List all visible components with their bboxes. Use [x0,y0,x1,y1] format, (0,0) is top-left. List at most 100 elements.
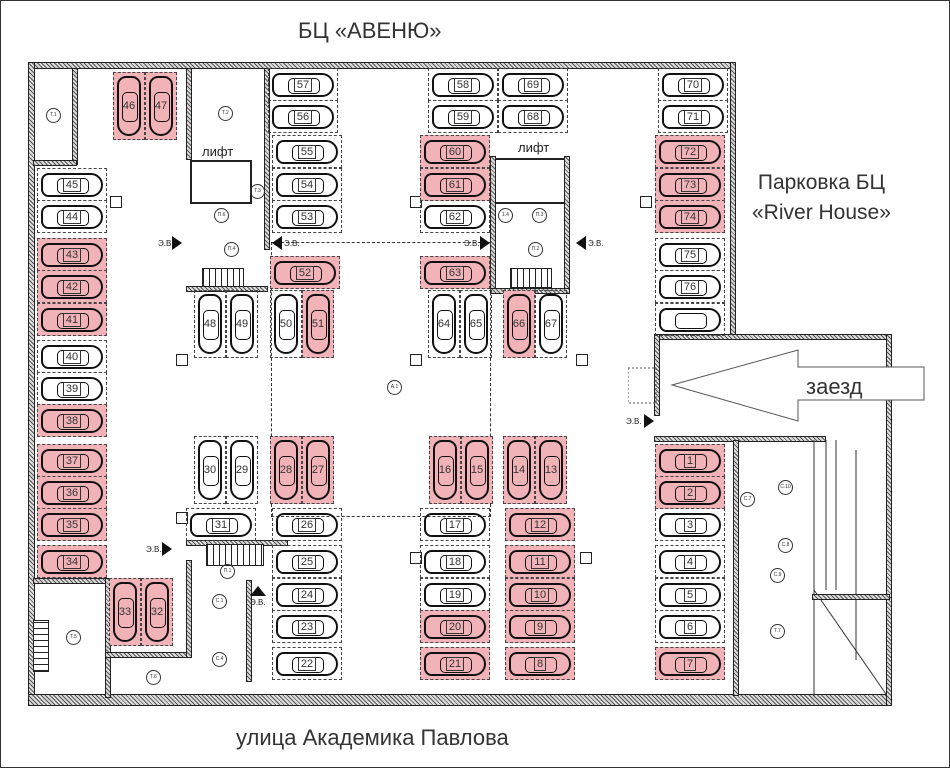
parking-spot-49[interactable]: 49 [226,290,258,358]
parking-spot-11[interactable]: 11 [505,545,575,578]
parking-spot-61[interactable]: 61 [420,168,490,201]
spot-number: 17 [445,517,465,532]
parking-spot-32[interactable]: 32 [141,578,173,646]
parking-spot-29[interactable]: 29 [226,436,258,504]
parking-spot-28[interactable]: 28 [270,436,302,504]
parking-spot-26[interactable]: 26 [272,508,342,541]
parking-spot-41[interactable]: 41 [37,303,107,336]
parking-spot-62[interactable]: 62 [420,200,490,233]
parking-spot-66[interactable]: 66 [503,290,535,358]
parking-spot-40[interactable]: 40 [37,340,107,373]
parking-spot-18[interactable]: 18 [420,545,490,578]
room-label: Т.3 [250,184,265,199]
parking-spot-55[interactable]: 55 [272,135,342,168]
spot-number: 7 [683,656,697,671]
room-label: С.9 [770,568,785,583]
parking-spot-19[interactable]: 19 [420,578,490,611]
parking-spot-42[interactable]: 42 [37,270,107,303]
car-icon: 47 [149,76,173,136]
parking-spot-58[interactable]: 58 [428,68,498,101]
parking-spot-74[interactable]: 74 [655,200,725,233]
parking-spot-43[interactable]: 43 [37,238,107,271]
parking-spot-56[interactable]: 56 [268,100,338,133]
parking-spot-57[interactable]: 57 [268,68,338,101]
parking-spot-30[interactable]: 30 [194,436,226,504]
parking-spot-13[interactable]: 13 [535,436,567,504]
parking-spot-6[interactable]: 6 [655,610,725,643]
parking-spot-50[interactable]: 50 [270,290,302,358]
spot-number: 23 [297,619,317,634]
parking-spot-16[interactable]: 16 [429,436,461,504]
parking-spot-67[interactable]: 67 [535,290,567,358]
parking-spot-4[interactable]: 4 [655,545,725,578]
car-icon: 39 [41,376,103,401]
parking-spot-70[interactable]: 70 [658,68,728,101]
parking-spot-73[interactable]: 73 [655,168,725,201]
parking-spot-35[interactable]: 35 [37,508,107,541]
parking-spot-20[interactable]: 20 [420,610,490,643]
parking-spot-63[interactable]: 63 [420,256,490,289]
parking-spot-44[interactable]: 44 [37,200,107,233]
parking-spot-36[interactable]: 36 [37,476,107,509]
parking-spot-25[interactable]: 25 [272,545,342,578]
parking-spot-69[interactable]: 69 [498,68,568,101]
parking-spot-10[interactable]: 10 [505,578,575,611]
spot-number: 56 [293,109,313,124]
room-label: 1.4 [498,208,513,223]
room-label: С.8 [778,538,793,553]
entry-arrow-shape [670,349,925,422]
parking-spot-15[interactable]: 15 [461,436,493,504]
parking-spot-3[interactable]: 3 [655,508,725,541]
parking-spot-unnumbered[interactable] [655,303,725,336]
parking-spot-38[interactable]: 38 [37,404,107,437]
ramp [813,440,887,696]
parking-spot-34[interactable]: 34 [37,545,107,578]
parking-spot-39[interactable]: 39 [37,372,107,405]
parking-spot-12[interactable]: 12 [505,508,575,541]
parking-spot-59[interactable]: 59 [428,100,498,133]
car-icon: 70 [662,72,724,97]
parking-spot-14[interactable]: 14 [503,436,535,504]
parking-spot-47[interactable]: 47 [145,72,177,140]
parking-spot-76[interactable]: 76 [655,270,725,303]
parking-spot-65[interactable]: 65 [460,290,492,358]
car-icon: 52 [274,260,336,285]
parking-spot-9[interactable]: 9 [505,610,575,643]
parking-spot-31[interactable]: 31 [186,508,256,541]
room-t1-wall [72,68,78,165]
parking-spot-60[interactable]: 60 [420,135,490,168]
parking-spot-27[interactable]: 27 [302,436,334,504]
parking-spot-8[interactable]: 8 [505,647,575,680]
emergency-exit-label: Э.В. [464,239,480,248]
parking-spot-52[interactable]: 52 [270,256,340,289]
parking-spot-53[interactable]: 53 [272,200,342,233]
parking-spot-54[interactable]: 54 [272,168,342,201]
parking-spot-45[interactable]: 45 [37,168,107,201]
parking-spot-37[interactable]: 37 [37,444,107,477]
car-icon: 41 [41,307,103,332]
parking-spot-72[interactable]: 72 [655,135,725,168]
spot-number: 31 [211,517,231,532]
parking-spot-7[interactable]: 7 [655,647,725,680]
parking-spot-33[interactable]: 33 [109,578,141,646]
parking-spot-48[interactable]: 48 [194,290,226,358]
room-label: Т.5 [66,630,81,645]
parking-spot-51[interactable]: 51 [302,290,334,358]
parking-spot-17[interactable]: 17 [420,508,490,541]
parking-spot-64[interactable]: 64 [428,290,460,358]
room-label: П.1 [220,564,235,579]
spot-number: 58 [453,77,473,92]
parking-spot-68[interactable]: 68 [498,100,568,133]
parking-spot-21[interactable]: 21 [420,647,490,680]
parking-spot-2[interactable]: 2 [655,476,725,509]
parking-spot-5[interactable]: 5 [655,578,725,611]
parking-spot-75[interactable]: 75 [655,238,725,271]
parking-spot-22[interactable]: 22 [272,647,342,680]
parking-spot-24[interactable]: 24 [272,578,342,611]
parking-spot-71[interactable]: 71 [658,100,728,133]
car-icon: 10 [509,582,571,607]
parking-spot-23[interactable]: 23 [272,610,342,643]
parking-spot-46[interactable]: 46 [113,72,145,140]
spot-number: 47 [154,100,168,112]
parking-spot-1[interactable]: 1 [655,444,725,477]
